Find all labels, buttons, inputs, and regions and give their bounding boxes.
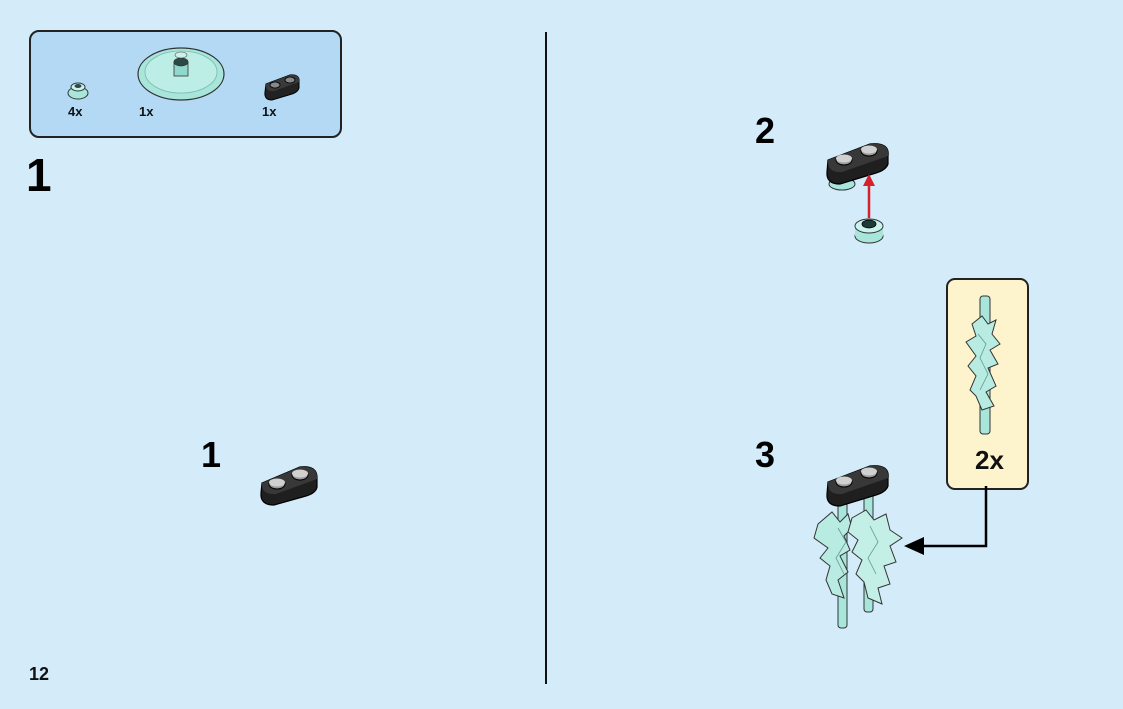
part-quantity-label: 4x — [68, 104, 83, 119]
step-number: 3 — [755, 434, 776, 475]
part-quantity-label: 1x — [262, 104, 277, 119]
black-plate-icon — [264, 74, 300, 101]
radar-dish-icon — [137, 47, 225, 101]
step-3-assembly-illustration — [813, 465, 903, 629]
step-number: 2 — [755, 110, 776, 151]
transparent-round-plate-icon — [67, 82, 89, 100]
crystal-rod-icon — [965, 295, 1001, 435]
black-plate-icon — [260, 466, 318, 506]
page-number: 12 — [29, 664, 50, 684]
part-quantity-label: 1x — [139, 104, 154, 119]
callout-arrow — [904, 486, 988, 555]
callout-quantity: 2x — [975, 445, 1004, 475]
section-number: 1 — [26, 149, 52, 201]
step-2-assembly-illustration — [826, 143, 889, 244]
page-divider — [545, 32, 547, 684]
step-number: 1 — [201, 434, 222, 475]
